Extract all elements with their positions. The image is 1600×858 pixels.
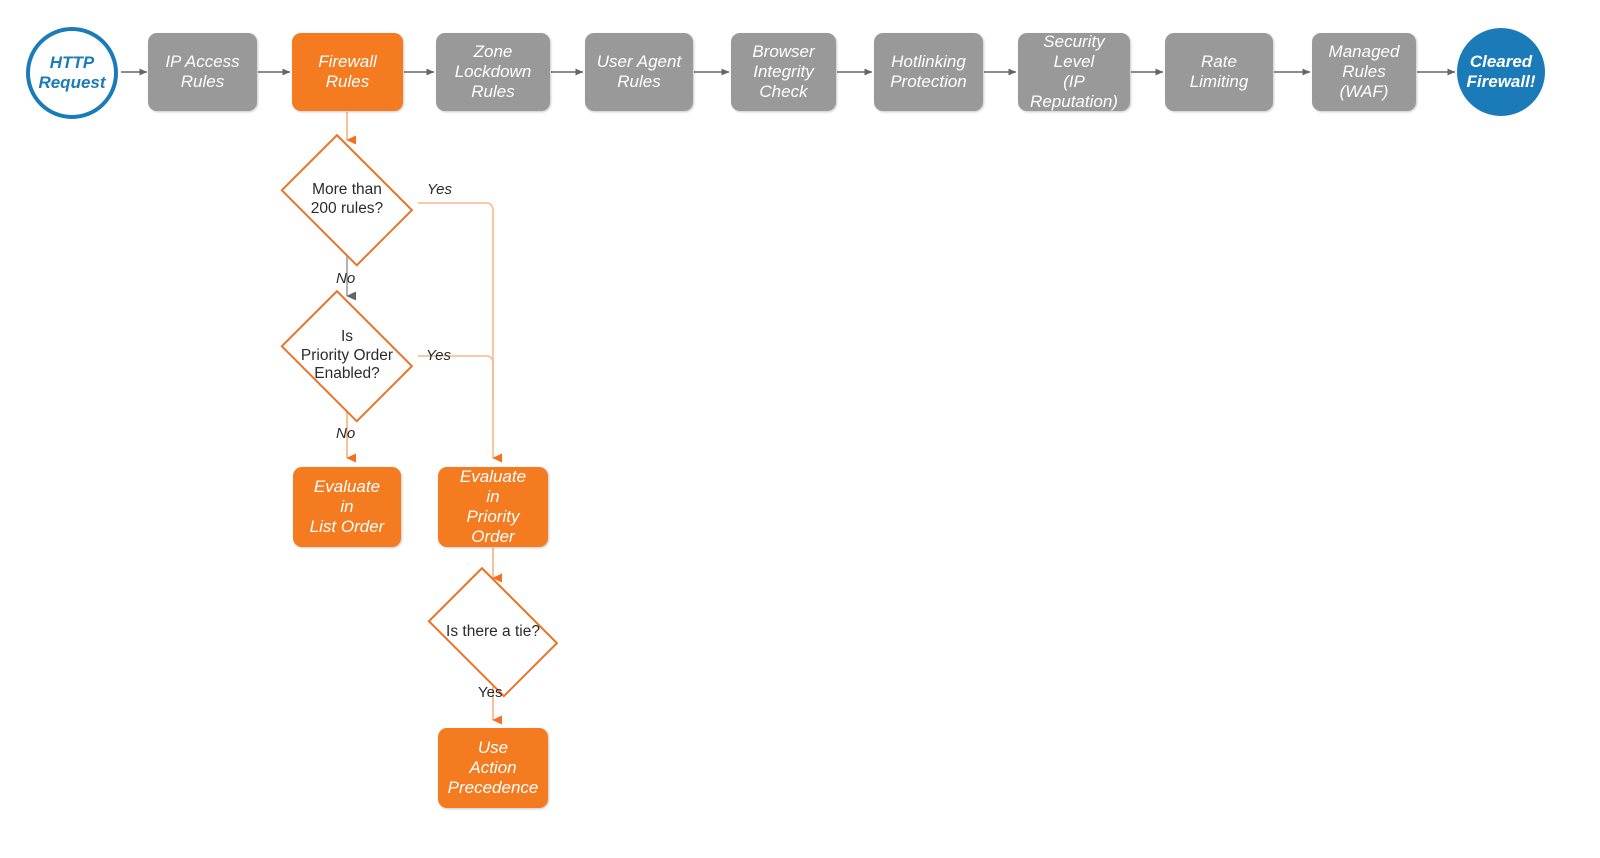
node-use-action-precedence[interactable]: Use Action Precedence [438, 728, 548, 808]
node-label: Evaluate in List Order [309, 476, 385, 537]
node-label: Browser Integrity Check [752, 41, 815, 102]
node-label: Hotlinking Protection [890, 51, 967, 91]
node-label: Zone Lockdown Rules [454, 41, 532, 102]
node-ip-access-rules[interactable]: IP Access Rules [148, 33, 257, 111]
node-evaluate-in-list-order[interactable]: Evaluate in List Order [293, 467, 401, 547]
node-label: Is Priority Order Enabled? [300, 327, 394, 383]
node-label: HTTP Request [38, 52, 106, 92]
node-label: Security Level (IP Reputation) [1030, 31, 1118, 112]
node-rate-limiting[interactable]: Rate Limiting [1165, 33, 1273, 111]
node-cleared-firewall[interactable]: Cleared Firewall! [1457, 28, 1545, 116]
node-label: Is there a tie? [446, 622, 540, 640]
node-browser-integrity-check[interactable]: Browser Integrity Check [731, 33, 836, 111]
node-more-than-200-rules[interactable]: More than 200 rules? [271, 133, 423, 267]
node-is-priority-order-enabled[interactable]: Is Priority Order Enabled? [271, 289, 423, 423]
node-label: Managed Rules (WAF) [1328, 41, 1400, 102]
node-label: Use Action Precedence [447, 737, 539, 798]
node-label: User Agent Rules [596, 51, 682, 91]
node-label: Rate Limiting [1189, 51, 1249, 91]
node-is-there-a-tie[interactable]: Is there a tie? [417, 566, 569, 698]
node-security-level[interactable]: Security Level (IP Reputation) [1018, 31, 1130, 112]
node-label: IP Access Rules [165, 51, 240, 91]
node-managed-rules-waf[interactable]: Managed Rules (WAF) [1312, 33, 1416, 111]
node-hotlinking-protection[interactable]: Hotlinking Protection [874, 33, 983, 111]
edge-label-more-than-200-no: No [336, 270, 356, 287]
edge-label-tie-yes: Yes [478, 684, 503, 701]
edge-label-priority-order-yes: Yes [426, 347, 452, 364]
edge-label-priority-order-no: No [336, 425, 356, 442]
node-label: Evaluate in Priority Order [459, 466, 527, 547]
node-label: Cleared Firewall! [1466, 51, 1536, 91]
node-user-agent-rules[interactable]: User Agent Rules [585, 33, 693, 111]
node-evaluate-in-priority-order[interactable]: Evaluate in Priority Order [438, 467, 548, 547]
node-label: Firewall Rules [318, 51, 377, 91]
node-http-request[interactable]: HTTP Request [26, 27, 118, 119]
node-zone-lockdown-rules[interactable]: Zone Lockdown Rules [436, 33, 550, 111]
edge-more-than-200-yes [418, 202, 503, 463]
edge-label-more-than-200-yes: Yes [427, 181, 453, 198]
node-firewall-rules[interactable]: Firewall Rules [292, 33, 403, 111]
node-label: More than 200 rules? [310, 181, 384, 217]
